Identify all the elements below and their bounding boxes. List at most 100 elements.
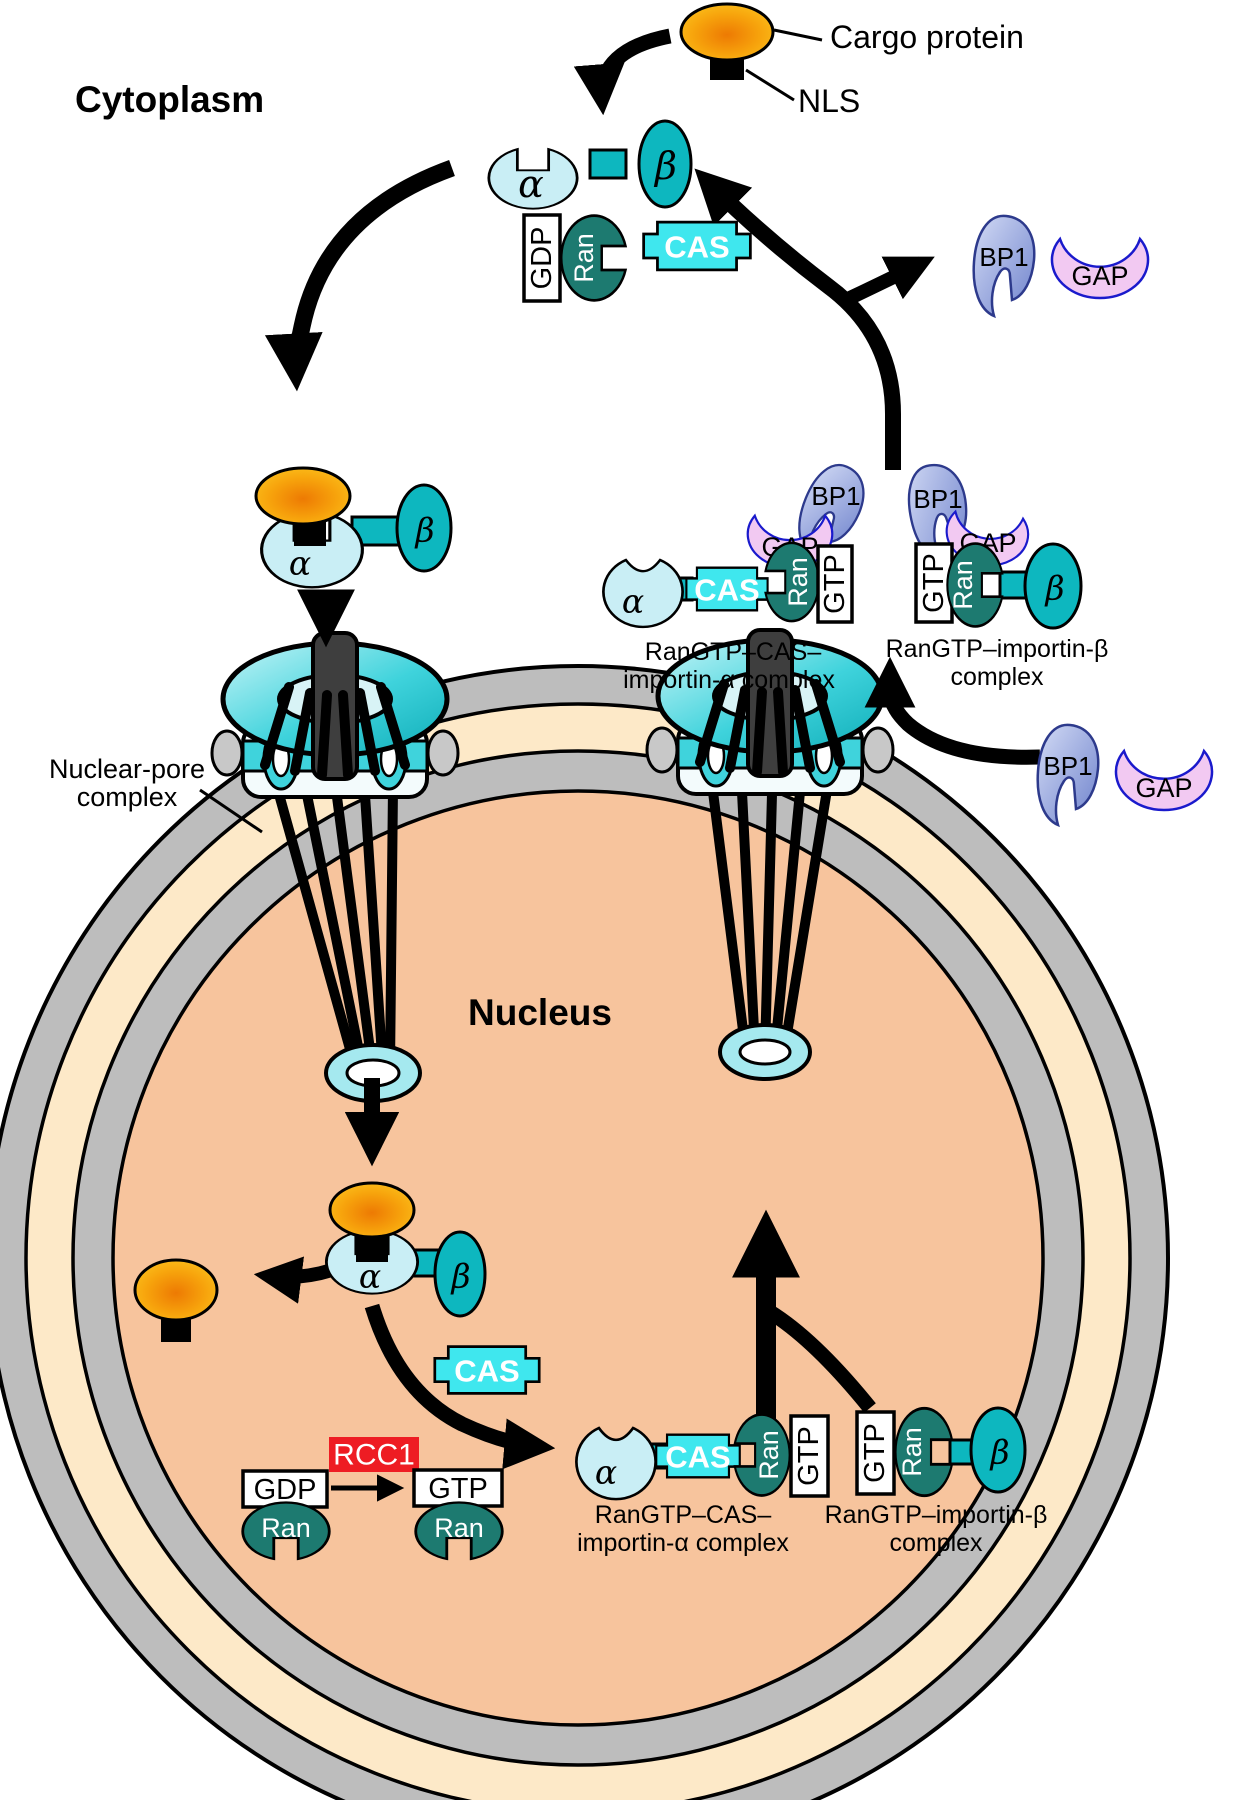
bp1-text: BP1 [979,242,1028,272]
pore-leg [272,782,360,1072]
cargo-oval [254,466,352,526]
importin-beta-free: β [588,119,693,209]
complex-label-2: importin-α complex [577,1529,789,1557]
importin-beta-letter: β [1043,569,1064,608]
pore-prong [290,688,315,776]
flow-arrows [253,28,1041,1502]
pore-leg [360,790,388,1076]
pore-leg [302,790,368,1076]
pore-leg [780,779,833,1051]
gtp-box [789,1414,830,1498]
nuclear-envelope [0,664,1170,1800]
ran-text: Ran [754,1430,784,1480]
pore-prong [773,687,788,777]
ran-text: Ran [261,1513,311,1543]
pore-leg [770,787,805,1055]
cas-text: CAS [664,230,729,265]
nuclear-pore-left [210,631,460,1103]
importin-beta-shape [433,1230,487,1318]
pore-prong [725,685,750,773]
cas-text: CAS [694,573,759,608]
nuclear-pore-label-1: Nuclear-pore [49,754,205,784]
importin-alpha-letter: α [595,1453,617,1492]
nls-square [161,1318,191,1342]
ran-text: Ran [948,560,978,610]
arrow-recycle-importins [694,168,901,470]
cargo-protein-label: Cargo protein [830,19,1024,55]
nucleus-label: Nucleus [468,992,612,1033]
bp1-text: BP1 [1043,751,1092,781]
cargo-oval [679,2,775,62]
gap-text: GAP [1135,773,1192,803]
importin-beta-shape [395,483,453,573]
cas-free-nucleus: CAS [433,1345,541,1395]
gdp-text: GDP [526,227,558,290]
gdp-text: GDP [254,1474,317,1506]
gtp-box [855,1410,896,1496]
gap-free-top: GAP [1050,237,1150,300]
cas-free-cytoplasm: CAS [642,220,752,272]
importin-beta-letter: β [413,511,434,550]
pore-prong [790,685,815,773]
arrow-cargo-release [253,1256,335,1304]
pore-basket-hole [738,1038,792,1066]
pore-prong [317,690,332,780]
complex-label-2: importin-α complex [623,666,835,694]
nuclear-pore-pointer-line [199,788,263,834]
arrow-export-tail [765,1305,876,1413]
nls-pointer-line [745,68,795,102]
pore-leg [385,782,398,1072]
nuclear-pore-right [645,628,895,1081]
arrow-cargo-to-importins [573,28,672,116]
cytoplasm-label: Cytoplasm [75,79,264,120]
bp1-free-mid: BP1 [1036,723,1100,827]
complex-label-2: complex [950,663,1044,691]
pore-prong [260,682,294,770]
cargo-importin-complex-nucleus: α β [324,1181,487,1318]
gtp-text: GTP [793,1426,825,1486]
pore-side-lobe [645,726,679,774]
complex-label-2: complex [889,1529,983,1557]
pore-prong [695,679,729,767]
cargo-importin-complex-cytoplasm: α β [254,466,453,589]
ran-text: Ran [897,1427,927,1477]
cargo-released-nucleus [133,1258,219,1342]
bp1-free-top: BP1 [972,214,1036,318]
rangtp-beta-complex-nucleus: GTP Ran β RanGTP–importin-β complex [825,1406,1047,1557]
importin-beta-shape [1023,542,1083,630]
pore-side-lobe [426,729,460,777]
importin-beta-letter: β [449,1257,470,1296]
cas-text: CAS [454,1354,519,1389]
pore-prong [752,687,767,777]
importin-beta-letter: β [653,144,677,188]
bp1-text: BP1 [913,484,962,514]
gtp-text: GTP [428,1473,488,1505]
importin-beta-shape [969,1406,1027,1494]
importin-alpha-letter: α [359,1257,381,1296]
gtp-text: GTP [918,553,950,613]
rcc1-box [329,1437,419,1472]
arrow-bp1-gap-inbound [864,656,1041,765]
importin-alpha-letter: α [289,544,311,583]
cargo-oval [133,1258,219,1322]
pore-prong [338,690,353,780]
arrow-importins-to-cargo-complex [264,160,455,392]
gap-free-mid: GAP [1114,749,1214,812]
importin-beta-shape [637,119,693,209]
nucleoplasm [111,789,1045,1727]
cas-text: CAS [665,1440,730,1475]
rcc1-text: RCC1 [333,1439,415,1472]
nls-label: NLS [798,83,860,119]
importin-alpha-letter: α [622,582,644,621]
arrow-release-bp1-gap [846,256,935,305]
cargo-pointer-line [773,28,823,42]
importin-alpha-letter: α [518,162,544,206]
pore-leg [332,792,378,1078]
rangtp-cas-alpha-complex-cytoplasm: BP1 GAP α CAS Ran GTP RanGTP–CAS– import… [602,456,873,694]
bp1-text: BP1 [811,481,860,511]
pore-prong [355,688,380,776]
gap-text: GAP [1071,261,1128,291]
ran-text: Ran [783,557,813,607]
